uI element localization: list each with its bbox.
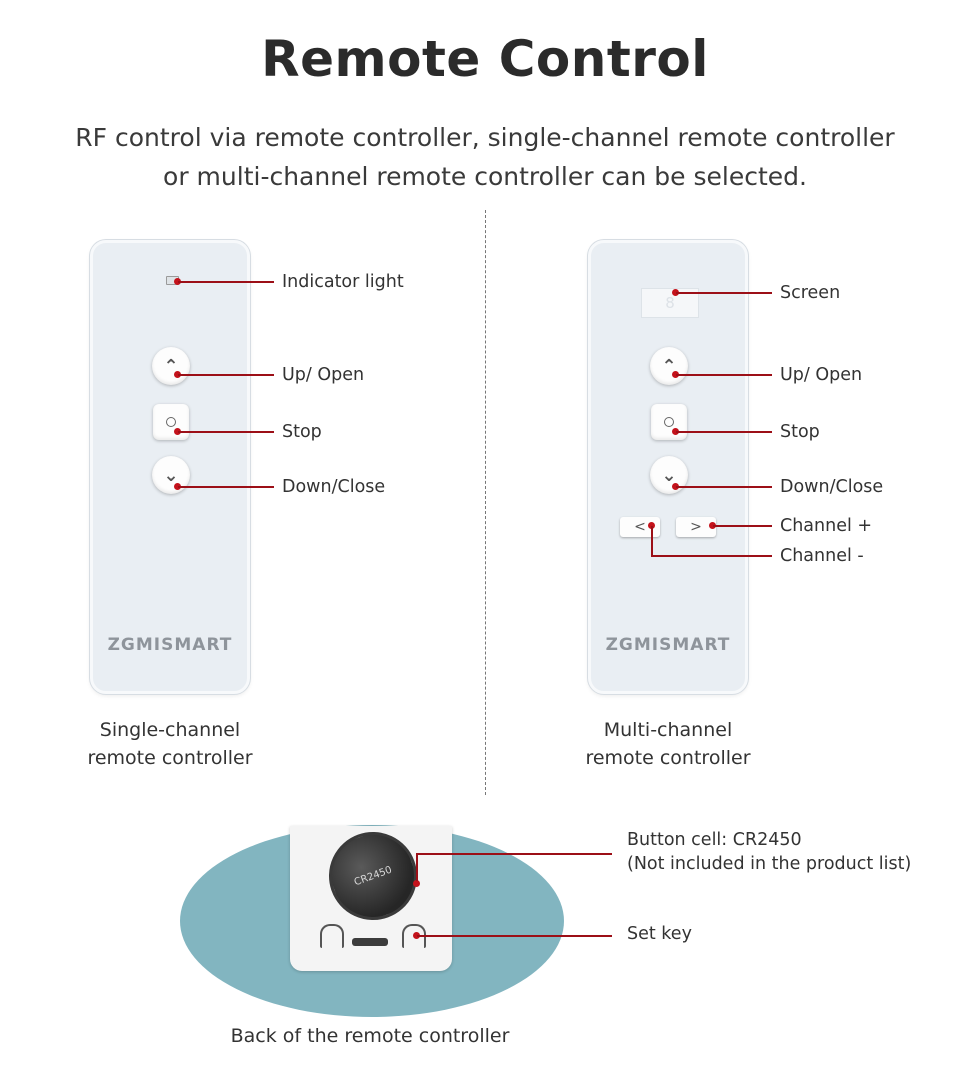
callout-line [713,525,772,527]
callout-line [178,281,274,283]
callout-line [417,935,612,937]
callout-dot [672,428,679,435]
callout-line [178,431,274,433]
callout-line [676,486,772,488]
stop-icon [166,417,176,427]
label-stop: Stop [780,422,820,442]
label-channel-minus: Channel - [780,546,864,566]
label-set-key: Set key [627,924,692,944]
label-battery: Button cell: CR2450 (Not included in the… [627,828,911,876]
label-stop: Stop [282,422,322,442]
callout-line [178,486,274,488]
label-screen: Screen [780,283,841,303]
label-up-open: Up/ Open [282,365,365,385]
callout-dot [672,483,679,490]
page-title: Remote Control [261,30,709,88]
callout-line [651,526,653,556]
mount-slot-icon [320,924,344,948]
brand-logo: ZGMISMART [605,635,731,655]
callout-dot [413,880,420,887]
caption-line-1: Multi-channel [603,719,733,741]
caption-line-2: remote controller [585,747,751,769]
down-button[interactable]: ⌄ [650,456,688,494]
callout-dot [672,289,679,296]
stop-button[interactable] [153,404,189,440]
subtitle-line-1: RF control via remote controller, single… [75,123,895,152]
callout-dot [174,278,181,285]
label-indicator-light: Indicator light [282,272,404,292]
callout-line [651,555,772,557]
contact-strip [352,938,388,946]
chevron-left-icon: < [634,519,646,535]
caption-line-2: remote controller [87,747,253,769]
channel-plus-button[interactable]: > [676,517,716,537]
callout-line [178,374,274,376]
brand-logo: ZGMISMART [107,635,233,655]
callout-dot [174,483,181,490]
up-button[interactable]: ⌃ [152,347,190,385]
single-channel-caption: Single-channel remote controller [70,716,270,772]
callout-line [676,292,772,294]
label-up-open: Up/ Open [780,365,863,385]
callout-dot [648,522,655,529]
callout-dot [413,932,420,939]
chevron-down-icon: ⌄ [163,464,179,486]
callout-dot [174,428,181,435]
back-view-caption: Back of the remote controller [230,1025,510,1047]
label-down-close: Down/Close [282,477,386,497]
multi-channel-caption: Multi-channel remote controller [568,716,768,772]
down-button[interactable]: ⌄ [152,456,190,494]
channel-screen: 8 [641,288,699,318]
callout-line [416,853,612,855]
center-divider [485,210,486,795]
label-down-close: Down/Close [780,477,884,497]
chevron-right-icon: > [690,519,702,535]
battery-label-line-2: (Not included in the product list) [627,854,912,874]
callout-dot [672,371,679,378]
caption-line-1: Single-channel [99,719,241,741]
subtitle-line-2: or multi-channel remote controller can b… [163,162,807,191]
chevron-down-icon: ⌄ [661,464,677,486]
callout-dot [709,522,716,529]
up-button[interactable]: ⌃ [650,347,688,385]
label-channel-plus: Channel + [780,516,873,536]
stop-icon [664,417,674,427]
stop-button[interactable] [651,404,687,440]
callout-line [676,431,772,433]
callout-line [676,374,772,376]
battery-label-line-1: Button cell: CR2450 [627,830,802,850]
callout-dot [174,371,181,378]
page-subtitle: RF control via remote controller, single… [60,118,910,196]
callout-line [416,853,418,881]
